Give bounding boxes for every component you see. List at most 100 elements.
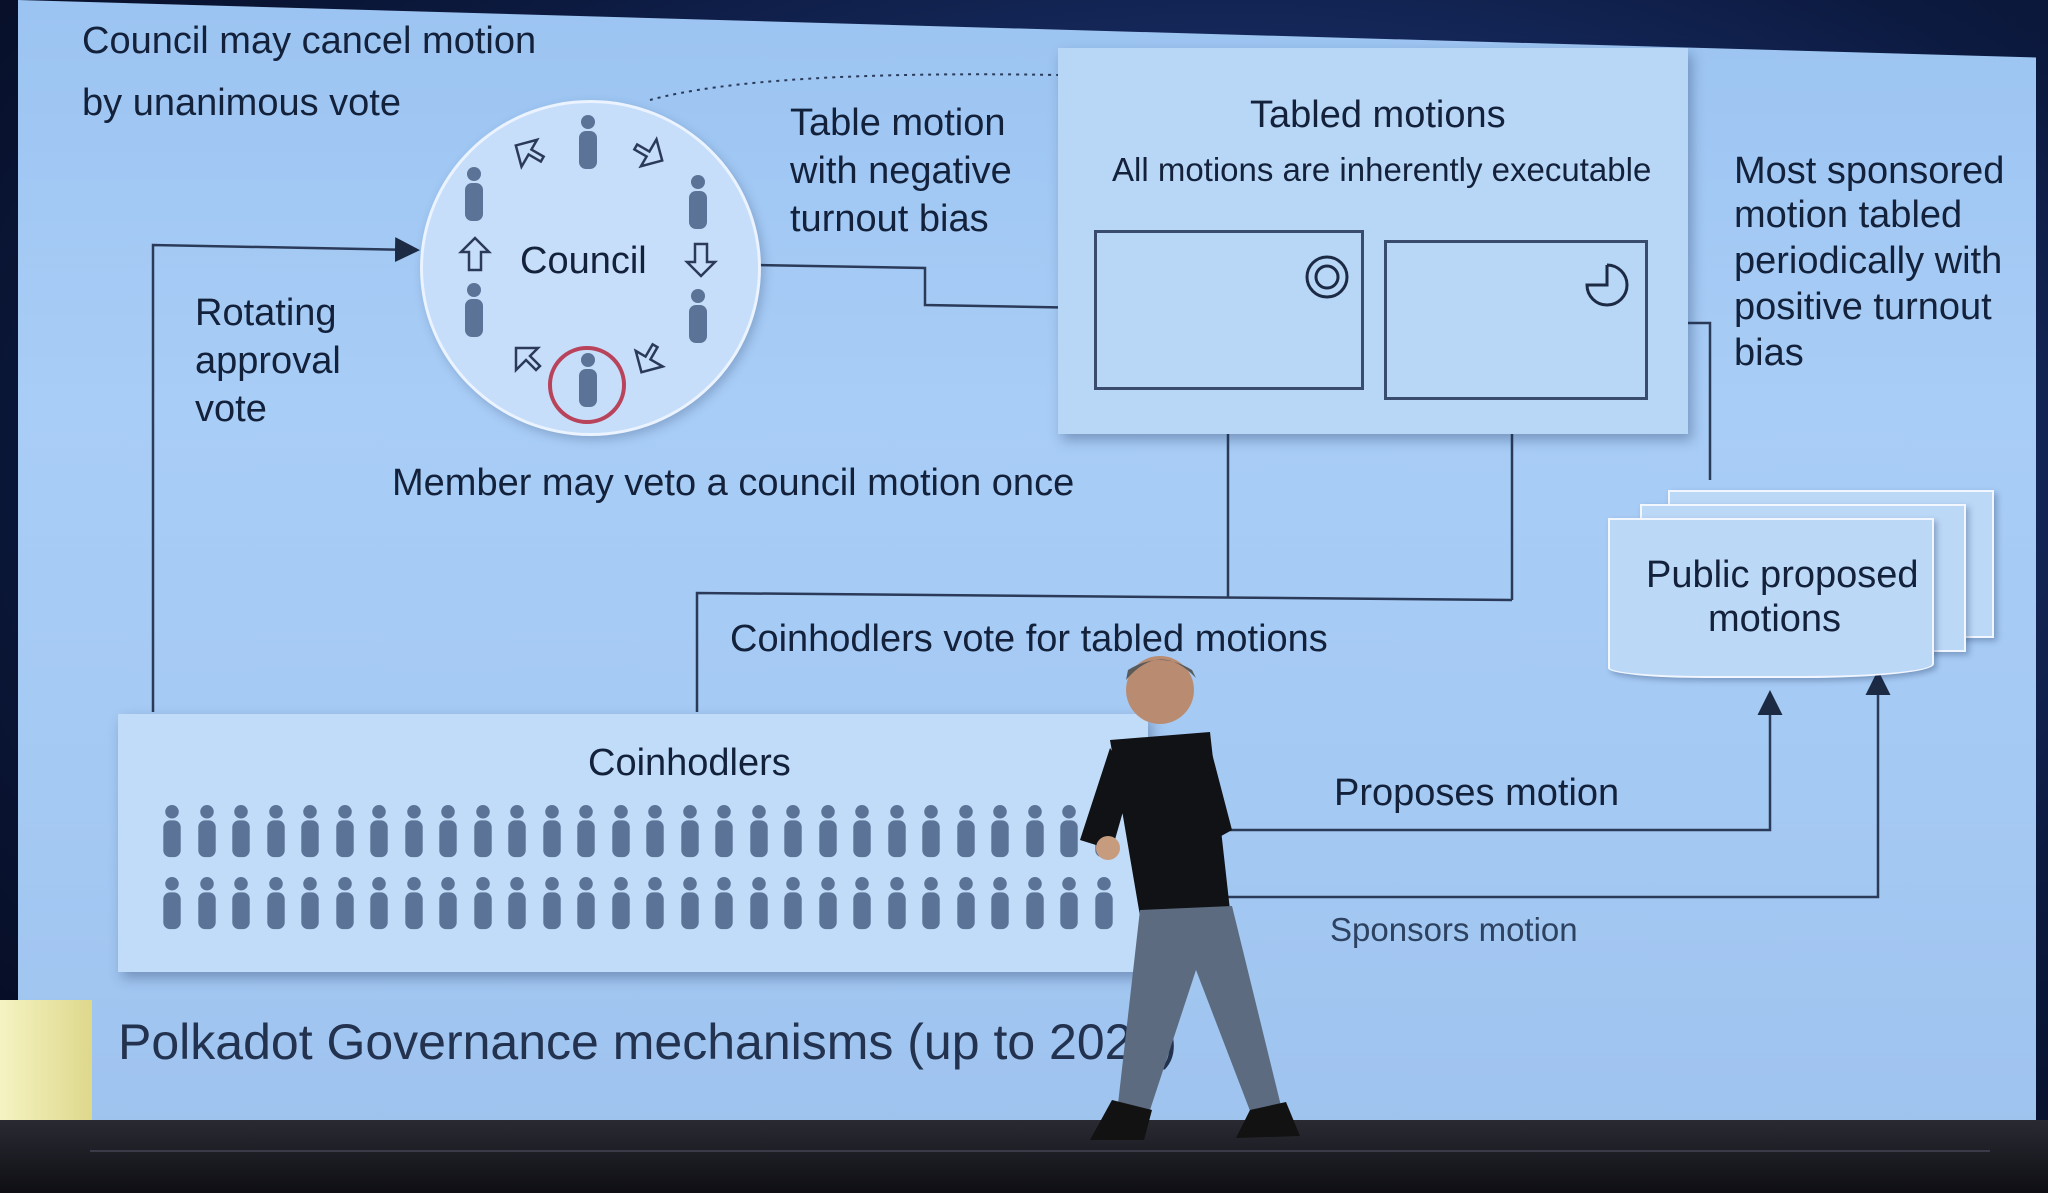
most-sponsored-line1: Most sponsored — [1734, 150, 2005, 192]
person-icon — [508, 876, 526, 930]
person-icon — [163, 804, 181, 858]
person-icon — [611, 804, 630, 858]
hollow-arrow-icon — [514, 346, 542, 374]
council-cancel-text-line2: by unanimous vote — [82, 82, 401, 124]
person-icon — [301, 876, 319, 930]
person-icon — [956, 804, 975, 858]
person-icon — [439, 804, 457, 858]
council-cancel-text-line1: Council may cancel motion — [82, 20, 537, 62]
person-icon — [922, 876, 940, 930]
table-motion-text-line3: turnout bias — [790, 198, 989, 240]
coinhodlers-vote-text: Coinhodlers vote for tabled motions — [730, 618, 1328, 660]
person-icon — [542, 804, 561, 858]
person-icon — [473, 876, 492, 930]
person-icon — [197, 804, 216, 858]
person-icon — [508, 804, 526, 858]
person-icon — [577, 804, 595, 858]
person-icon — [689, 289, 707, 343]
person-icon — [301, 804, 319, 858]
person-icon — [680, 876, 699, 930]
person-icon — [818, 804, 837, 858]
person-icon — [715, 876, 733, 930]
person-icon — [404, 876, 423, 930]
coinhodlers-label: Coinhodlers — [588, 742, 791, 784]
council-motion-box — [1094, 230, 1364, 390]
person-icon — [579, 115, 597, 169]
person-icon — [715, 804, 733, 858]
person-icon — [680, 804, 699, 858]
person-icon — [439, 876, 457, 930]
proposes-motion-text: Proposes motion — [1334, 772, 1620, 814]
person-icon — [163, 876, 181, 930]
person-icon — [922, 804, 940, 858]
hollow-arrow-icon — [458, 236, 492, 272]
person-icon — [232, 876, 250, 930]
person-icon — [542, 876, 561, 930]
most-sponsored-line3: periodically with — [1734, 240, 2003, 282]
person-icon — [266, 876, 285, 930]
person-icon — [370, 804, 388, 858]
public-motion-box — [1384, 240, 1648, 400]
person-icon — [1094, 876, 1113, 930]
target-icon — [1305, 255, 1349, 299]
person-icon — [611, 876, 630, 930]
person-icon — [749, 876, 768, 930]
person-icon — [370, 876, 388, 930]
person-icon — [956, 876, 975, 930]
hollow-arrow-icon — [684, 242, 718, 278]
sponsors-motion-text: Sponsors motion — [1330, 911, 1578, 948]
person-icon — [465, 283, 483, 337]
person-icon — [991, 804, 1009, 858]
person-icon — [853, 876, 871, 930]
person-icon — [1060, 876, 1078, 930]
person-icon — [818, 876, 837, 930]
person-icon — [197, 876, 216, 930]
speaker-figure — [1080, 656, 1300, 1140]
person-icon — [232, 804, 250, 858]
rotating-text-line3: vote — [195, 388, 267, 430]
member-veto-text: Member may veto a council motion once — [392, 462, 1075, 504]
person-icon — [335, 804, 354, 858]
person-icon — [853, 804, 871, 858]
proposal-doc-front — [1608, 518, 1934, 678]
veto-member-ring — [548, 346, 626, 424]
floor-edge — [90, 1150, 1990, 1152]
person-icon — [689, 175, 707, 229]
person-icon — [1060, 804, 1078, 858]
public-proposed-line2: motions — [1708, 598, 1842, 640]
person-icon — [646, 804, 664, 858]
council-label: Council — [520, 240, 647, 282]
person-icon — [577, 876, 595, 930]
tabled-motions-title: Tabled motions — [1250, 94, 1506, 136]
person-icon — [404, 804, 423, 858]
person-icon — [473, 804, 492, 858]
most-sponsored-line2: motion tabled — [1734, 194, 1963, 236]
hollow-arrow-icon — [633, 342, 666, 374]
table-motion-text-line2: with negative — [790, 150, 1012, 192]
public-proposed-line1: Public proposed — [1646, 554, 1919, 596]
tabled-motions-subtitle: All motions are inherently executable — [1112, 151, 1652, 188]
hollow-arrow-icon — [514, 137, 546, 170]
coinhodlers-panel — [118, 714, 1148, 972]
hollow-arrow-icon — [632, 136, 664, 169]
person-icon — [991, 876, 1009, 930]
slide-footer-title: Polkadot Governance mechanisms (up to 20… — [118, 1014, 1177, 1070]
person-icon — [784, 804, 802, 858]
rotating-text-line1: Rotating — [195, 292, 337, 334]
person-icon — [1025, 876, 1044, 930]
stage-floor — [0, 1120, 2048, 1193]
person-icon — [784, 876, 802, 930]
person-icon — [266, 804, 285, 858]
person-icon — [1025, 804, 1044, 858]
person-icon — [887, 804, 906, 858]
person-icon — [335, 876, 354, 930]
pie-chart-icon — [1585, 263, 1629, 307]
most-sponsored-line5: bias — [1734, 332, 1804, 374]
person-icon — [749, 804, 768, 858]
most-sponsored-line4: positive turnout — [1734, 286, 1992, 328]
person-icon — [465, 167, 483, 221]
coinhodlers-crowd — [160, 804, 1120, 944]
rotating-text-line2: approval — [195, 340, 341, 382]
person-icon — [646, 876, 664, 930]
